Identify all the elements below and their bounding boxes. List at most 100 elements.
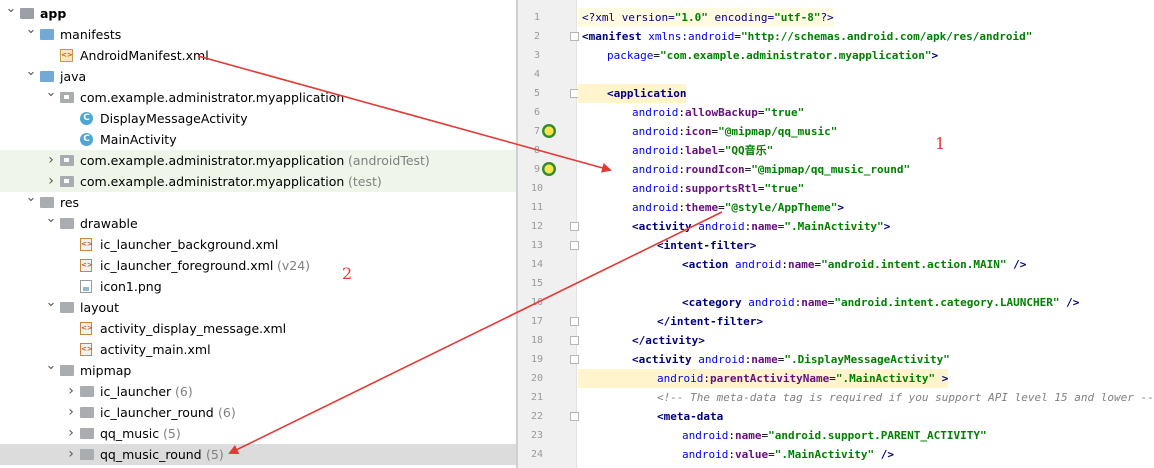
code-token: > [837,201,844,214]
code-line[interactable]: android:parentActivityName=".MainActivit… [578,369,949,388]
tree-row[interactable]: ›com.example.administrator.myapplication… [0,171,516,192]
code-token: package [607,49,654,62]
code-token: android [734,258,782,271]
tree-row[interactable]: ⌄com.example.administrator.myapplication [0,85,516,108]
code-line[interactable]: android:label="QQ音乐" [578,141,773,160]
chevron-down-icon[interactable]: ⌄ [45,358,57,373]
chevron-right-icon[interactable]: › [48,173,54,189]
code-line[interactable]: android:roundIcon="@mipmap/qq_music_roun… [578,160,910,179]
tree-row[interactable]: ›qq_music (5) [0,423,516,444]
code-token: android [632,182,679,195]
tree-row[interactable]: ›ic_launcher (6) [0,381,516,402]
code-token: : [678,125,685,138]
code-line[interactable]: </activity> [578,331,705,350]
chevron-right-icon[interactable]: › [68,383,74,399]
annotation-label-2: 2 [342,264,353,283]
tree-row[interactable]: <>activity_display_message.xml [0,318,516,339]
code-line[interactable]: <application [578,84,687,103]
line-number: 21 [530,392,544,403]
code-token: android [632,163,679,176]
tree-row[interactable]: <>AndroidManifest.xml [0,45,516,66]
line-number: 15 [530,278,544,289]
line-number: 3 [533,50,541,61]
chevron-down-icon[interactable]: ⌄ [45,85,57,100]
chevron-down-icon[interactable]: ⌄ [25,22,37,37]
code-token: android [698,353,745,366]
fold-marker-icon[interactable] [570,32,579,41]
chevron-right-icon[interactable]: › [48,152,54,168]
code-token: android [632,201,679,214]
tree-row[interactable]: ›com.example.administrator.myapplication… [0,150,516,171]
code-line[interactable] [578,274,582,293]
line-number: 10 [530,183,544,194]
chevron-down-icon[interactable]: ⌄ [25,64,37,79]
tree-row[interactable]: ›qq_music_round (5) [0,444,516,465]
chevron-down-icon[interactable]: ⌄ [5,1,17,16]
chevron-down-icon[interactable]: ⌄ [25,190,37,205]
code-line[interactable]: <manifest xmlns:android="http://schemas.… [578,27,1032,46]
code-line[interactable]: <activity android:name=".MainActivity"> [578,217,890,236]
tree-item-label: ic_launcher_foreground.xml [100,258,274,273]
code-token: value [734,448,769,461]
code-line[interactable]: <category android:name="android.intent.c… [578,293,1079,312]
chevron-right-icon[interactable]: › [68,425,74,441]
tree-item-label: qq_music [100,426,160,441]
tree-item-label: java [60,69,87,84]
code-line[interactable]: android:name="android.support.PARENT_ACT… [578,426,987,445]
qq-music-icon[interactable] [542,162,556,176]
code-token: xmlns:android [648,30,735,43]
code-token: name [734,429,762,442]
tree-item-hint: (v24) [277,258,311,273]
code-line[interactable]: <activity android:name=".DisplayMessageA… [578,350,950,369]
code-line[interactable]: <intent-filter> [578,236,756,255]
code-token: = [653,49,660,62]
tree-row[interactable]: <>ic_launcher_background.xml [0,234,516,255]
code-line[interactable]: android:icon="@mipmap/qq_music" [578,122,837,141]
line-number: 2 [533,31,541,42]
tree-row[interactable]: <> ic_launcher_foreground.xml (v24) [0,255,516,276]
tree-row[interactable]: <>activity_main.xml [0,339,516,360]
tree-row[interactable]: ⌄ java [0,64,516,87]
code-token: = [761,429,769,442]
tree-row[interactable]: icon1.png [0,276,516,297]
line-number: 18 [530,335,544,346]
code-token: <action [682,258,735,271]
tree-row[interactable]: ⌄ layout [0,295,516,318]
code-token: ".MainActivity" [835,372,936,385]
chevron-down-icon[interactable]: ⌄ [45,211,57,226]
qq-music-icon[interactable] [542,124,556,138]
code-line[interactable]: android:theme="@style/AppTheme"> [578,198,844,217]
code-line[interactable]: </intent-filter> [578,312,763,331]
code-token: <!-- The meta-data tag is required if yo… [657,391,1154,404]
tree-item-label: ic_launcher_round [100,405,214,420]
code-token: = [757,106,765,119]
chevron-right-icon[interactable]: › [68,404,74,420]
code-line[interactable]: <!-- The meta-data tag is required if yo… [578,388,1154,407]
code-line[interactable] [578,65,582,84]
chevron-right-icon[interactable]: › [68,446,74,462]
code-line[interactable]: android:supportsRtl="true" [578,179,804,198]
line-number: 4 [533,69,541,80]
xml-file-icon: <> [80,259,93,272]
tree-row[interactable]: ⌄app [0,1,516,24]
code-token: <activity [632,220,699,233]
tree-row[interactable]: ⌄res [0,190,516,213]
code-token: </activity> [632,334,705,347]
code-line[interactable]: <action android:name="android.intent.act… [578,255,1026,274]
code-line[interactable]: <meta-data [578,407,723,426]
chevron-down-icon[interactable]: ⌄ [45,295,57,310]
code-line[interactable]: package="com.example.administrator.myapp… [578,46,938,65]
code-token: "@mipmap/qq_music_round" [751,163,911,176]
tree-row[interactable]: ⌄ manifests [0,22,516,45]
tree-row[interactable]: ›ic_launcher_round (6) [0,402,516,423]
tree-row[interactable]: ⌄drawable [0,211,516,234]
tree-item-label: manifests [60,27,122,42]
code-line[interactable]: <?xml version="1.0" encoding="utf-8"?> [578,8,834,27]
code-line[interactable]: android:value=".MainActivity" /> [578,445,894,464]
tree-item-label: layout [80,300,120,315]
tree-row[interactable]: ⌄mipmap [0,358,516,381]
code-line[interactable]: android:allowBackup="true" [578,103,804,122]
